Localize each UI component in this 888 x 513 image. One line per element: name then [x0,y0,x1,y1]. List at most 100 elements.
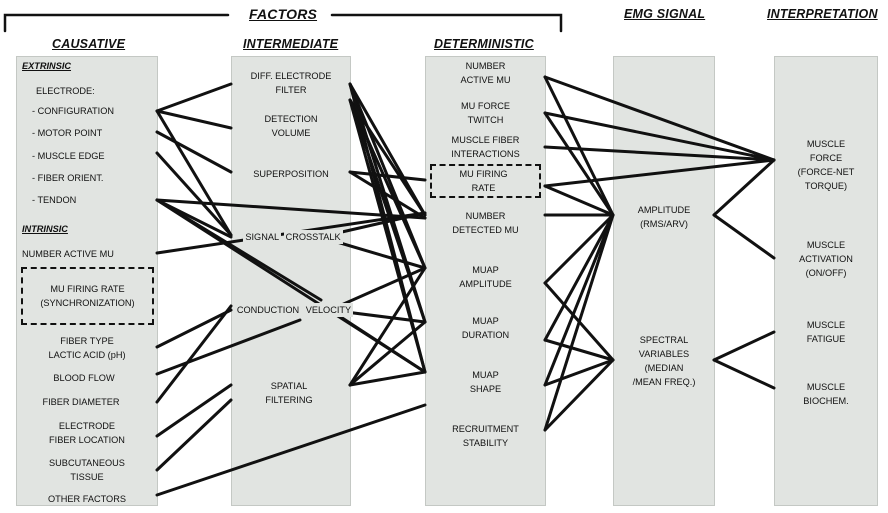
fatigue-line2: FATIGUE [806,334,846,344]
blood-flow-label: BLOOD FLOW [53,373,115,383]
muap-shape-line2: SHAPE [469,384,502,394]
mu-force-twitch-label: MU FORCE TWITCH [425,99,546,127]
muscle-force-label: MUSCLE FORCE (FORCE-NET TORQUE) [774,137,878,193]
mu-firing-rate-label: MU FIRING RATE (SYNCHRONIZATION) [21,282,154,310]
crosstalk-line1: SIGNAL [243,230,282,244]
number-active-mu-det-label: NUMBER ACTIVE MU [425,59,546,87]
muscle-fatigue-label: MUSCLE FATIGUE [774,318,878,346]
activation-line3: (ON/OFF) [805,268,847,278]
firing-rate-det-line1: MU FIRING [459,169,508,179]
diff-filter-line2: FILTER [275,85,307,95]
muscle-biochem-label: MUSCLE BIOCHEM. [774,380,878,408]
mu-firing-rate-line2: (SYNCHRONIZATION) [40,298,135,308]
force-twitch-line1: MU FORCE [461,101,510,111]
number-active-det-line1: NUMBER [465,61,506,71]
fiber-type-line2: LACTIC ACID (pH) [48,350,126,360]
header-interpretation: INTERPRETATION [767,7,878,21]
force-line3: (FORCE-NET [797,167,855,177]
configuration-label: - CONFIGURATION [32,106,115,116]
mu-firing-rate-det-box [430,164,541,198]
number-active-mu-label: NUMBER ACTIVE MU [22,249,114,259]
fiber-type-line1: FIBER TYPE [60,336,114,346]
muap-amplitude-line1: MUAP [472,265,499,275]
fiber-diameter-label: FIBER DIAMETER [42,397,120,407]
superposition-label: SUPERPOSITION [253,169,329,179]
intrinsic-heading: INTRINSIC [22,224,68,234]
muap-duration-line2: DURATION [461,330,510,340]
header-causative: CAUSATIVE [52,37,126,51]
muscle-activation-label: MUSCLE ACTIVATION (ON/OFF) [774,238,878,280]
conduction-line2: VELOCITY [303,303,354,317]
force-line2: FORCE [809,153,843,163]
deterministic-column [425,56,546,506]
number-detected-mu-label: NUMBER DETECTED MU [425,209,546,237]
fatigue-line1: MUSCLE [806,320,846,330]
interpretation-column [774,56,878,506]
mu-firing-rate-box [21,267,154,325]
header-factors: FACTORS [249,6,318,22]
fiber-orient-label: - FIBER ORIENT. [32,173,104,183]
electrode-label: ELECTRODE: [36,86,95,96]
muap-duration-label: MUAP DURATION [425,314,546,342]
signal-crosstalk-label: SIGNAL CROSSTALK [231,230,355,244]
crosstalk-line2: CROSSTALK [283,230,343,244]
activation-line1: MUSCLE [806,240,846,250]
interactions-line1: MUSCLE FIBER [451,135,520,145]
emg-amplitude-line1: AMPLITUDE [637,205,691,215]
electrode-location-label: ELECTRODE FIBER LOCATION [16,419,158,447]
muap-amplitude-label: MUAP AMPLITUDE [425,263,546,291]
detection-volume-label: DETECTION VOLUME [231,112,351,140]
biochem-line1: MUSCLE [806,382,846,392]
muap-shape-label: MUAP SHAPE [425,368,546,396]
recruitment-line2: STABILITY [462,438,509,448]
amplitude-rms-arv-label: AMPLITUDE (RMS/ARV) [613,203,715,231]
muap-duration-line1: MUAP [472,316,499,326]
detected-line1: NUMBER [465,211,506,221]
activation-line2: ACTIVATION [799,254,853,264]
header-deterministic: DETERMINISTIC [434,37,534,51]
other-factors-label: OTHER FACTORS [48,494,126,504]
causative-column [16,56,158,506]
subcutaneous-line2: TISSUE [70,472,104,482]
interactions-line2: INTERACTIONS [451,149,520,159]
number-active-det-line2: ACTIVE MU [460,75,511,85]
spatial-line2: FILTERING [265,395,313,405]
recruitment-stability-label: RECRUITMENT STABILITY [425,422,546,450]
diff-electrode-filter-label: DIFF. ELECTRODE FILTER [231,69,351,97]
header-intermediate: INTERMEDIATE [243,37,339,51]
mu-firing-rate-line1: MU FIRING RATE [50,284,125,294]
fiber-type-label: FIBER TYPE LACTIC ACID (pH) [16,334,158,362]
muscle-fiber-interactions-label: MUSCLE FIBER INTERACTIONS [425,133,546,161]
spectral-line3: (MEDIAN [644,363,684,373]
muap-amplitude-line2: AMPLITUDE [459,279,512,289]
extrinsic-heading: EXTRINSIC [22,61,72,71]
emg-amplitude-line2: (RMS/ARV) [640,219,688,229]
diff-filter-line1: DIFF. ELECTRODE [250,71,332,81]
electrode-location-line1: ELECTRODE [58,421,116,431]
subcutaneous-tissue-label: SUBCUTANEOUS TISSUE [16,456,158,484]
spatial-filtering-label: SPATIAL FILTERING [231,379,347,407]
force-line1: MUSCLE [806,139,846,149]
muap-shape-line1: MUAP [472,370,499,380]
spectral-variables-label: SPECTRAL VARIABLES (MEDIAN /MEAN FREQ.) [613,333,715,389]
spectral-line1: SPECTRAL [639,335,689,345]
conduction-velocity-label: CONDUCTION VELOCITY [231,303,357,317]
detected-line2: DETECTED MU [452,225,519,235]
header-emg-signal: EMG SIGNAL [624,7,706,21]
recruitment-line1: RECRUITMENT [452,424,519,434]
electrode-location-line2: FIBER LOCATION [49,435,125,445]
force-line4: TORQUE) [804,181,848,191]
mu-firing-rate-det-label: MU FIRING RATE [430,167,537,195]
conduction-line1: CONDUCTION [234,303,302,317]
spectral-line2: VARIABLES [638,349,690,359]
tendon-label: - TENDON [32,195,77,205]
biochem-line2: BIOCHEM. [803,396,849,406]
spatial-line1: SPATIAL [270,381,308,391]
detection-volume-line2: VOLUME [271,128,311,138]
motor-point-label: - MOTOR POINT [32,128,103,138]
spectral-line4: /MEAN FREQ.) [632,377,696,387]
detection-volume-line1: DETECTION [264,114,318,124]
firing-rate-det-line2: RATE [471,183,496,193]
